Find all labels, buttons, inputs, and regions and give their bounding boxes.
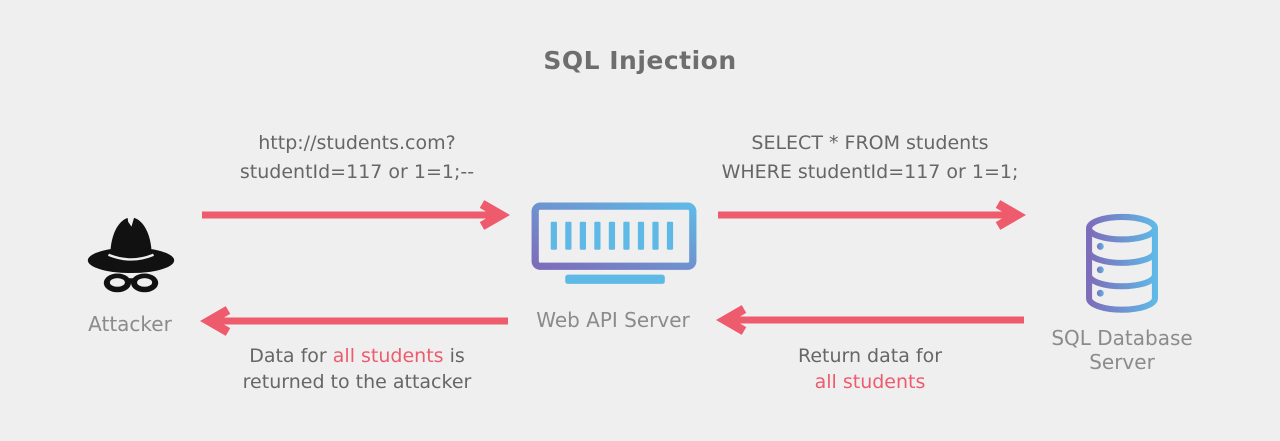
request-line-1: http://students.com? xyxy=(258,132,456,154)
server-icon xyxy=(531,202,697,290)
arrow-server-to-attacker xyxy=(199,305,511,337)
query-line-1: SELECT * FROM students xyxy=(751,132,989,154)
response-line-2: returned to the attacker xyxy=(242,371,472,393)
response-line-1: Data for all students is xyxy=(187,343,527,369)
response-highlight: all students xyxy=(332,345,444,367)
sql-query-text: SELECT * FROM students WHERE studentId=1… xyxy=(700,129,1040,187)
diagram-title: SQL Injection xyxy=(543,46,737,75)
response-to-attacker-text: Data for all students is returned to the… xyxy=(187,343,527,395)
web-api-server-label: Web API Server xyxy=(536,308,690,332)
db-response-highlight: all students xyxy=(814,371,926,393)
response-from-db-text: Return data for all students xyxy=(700,343,1040,395)
attacker-label: Attacker xyxy=(88,312,172,336)
arrow-database-to-server xyxy=(715,304,1027,336)
db-label-line-1: SQL Database xyxy=(1051,326,1193,350)
response-part-2: is xyxy=(443,345,465,367)
db-response-line-1: Return data for xyxy=(797,345,943,367)
arrow-attacker-to-server xyxy=(199,199,511,231)
database-icon xyxy=(1082,210,1162,318)
attacker-request-text: http://students.com? studentId=117 or 1=… xyxy=(187,129,527,187)
sql-database-server-label: SQL Database Server xyxy=(1032,326,1212,374)
db-label-line-2: Server xyxy=(1089,350,1155,374)
request-line-2: studentId=117 or 1=1;-- xyxy=(239,161,475,183)
query-line-2: WHERE studentId=117 or 1=1; xyxy=(721,161,1019,183)
arrow-server-to-database xyxy=(715,199,1027,231)
response-part-1: Data for xyxy=(249,345,333,367)
spy-icon xyxy=(84,205,178,301)
